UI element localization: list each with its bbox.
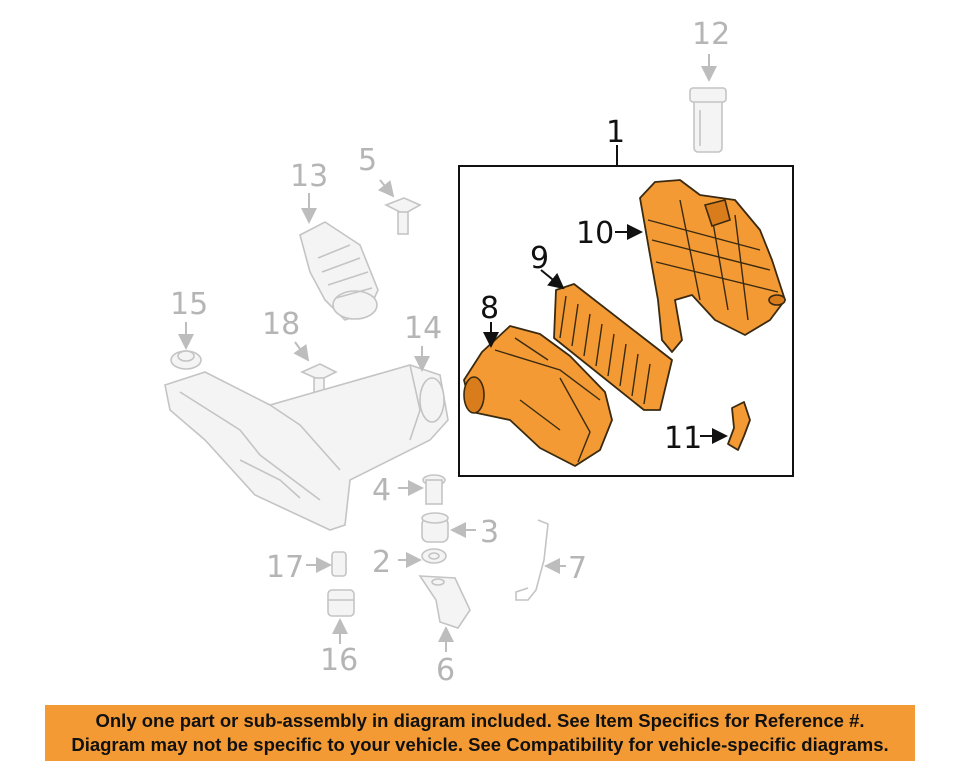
callout-8: 8 (480, 291, 499, 326)
part-12-mass-airflow-sensor (689, 87, 727, 153)
callout-17: 17 (266, 550, 304, 585)
callout-16: 16 (320, 643, 358, 678)
part-15-grommet (170, 350, 202, 370)
callout-9: 9 (530, 241, 549, 276)
disclaimer-banner: Only one part or sub-assembly in diagram… (45, 705, 915, 761)
parts-diagram: 1 10 9 8 11 12 13 5 15 18 14 4 3 2 7 17 … (164, 17, 794, 688)
callout-5: 5 (358, 143, 377, 178)
callout-11: 11 (664, 421, 702, 456)
part-14-air-duct (164, 364, 449, 531)
part-10-upper-housing (639, 179, 786, 353)
disclaimer-line-2: Diagram may not be specific to your vehi… (71, 734, 889, 755)
callout-1: 1 (606, 115, 625, 150)
callout-3: 3 (480, 515, 499, 550)
part-3-insulator (421, 512, 449, 543)
callout-14: 14 (404, 311, 442, 346)
part-17-bushing (331, 551, 347, 577)
callout-7: 7 (568, 551, 587, 586)
part-13-intake-hose (299, 221, 379, 321)
part-7-bracket (515, 519, 549, 601)
part-8-lower-housing (463, 325, 613, 467)
part-16-mount (327, 589, 355, 617)
callout-10: 10 (576, 216, 614, 251)
assembly-frame (458, 165, 794, 477)
part-6-bracket (418, 575, 471, 629)
callout-18: 18 (262, 307, 300, 342)
callout-15: 15 (170, 287, 208, 322)
callout-4: 4 (372, 473, 391, 508)
part-2-washer (421, 548, 447, 564)
part-5-bolt (384, 197, 422, 235)
part-9-air-filter (553, 283, 673, 411)
disclaimer-line-1: Only one part or sub-assembly in diagram… (95, 710, 865, 731)
callout-2: 2 (372, 545, 391, 580)
callout-12: 12 (692, 17, 730, 52)
part-11-clip (727, 401, 751, 451)
callout-6: 6 (436, 653, 455, 688)
part-4-bushing (422, 474, 446, 505)
callout-13: 13 (290, 159, 328, 194)
